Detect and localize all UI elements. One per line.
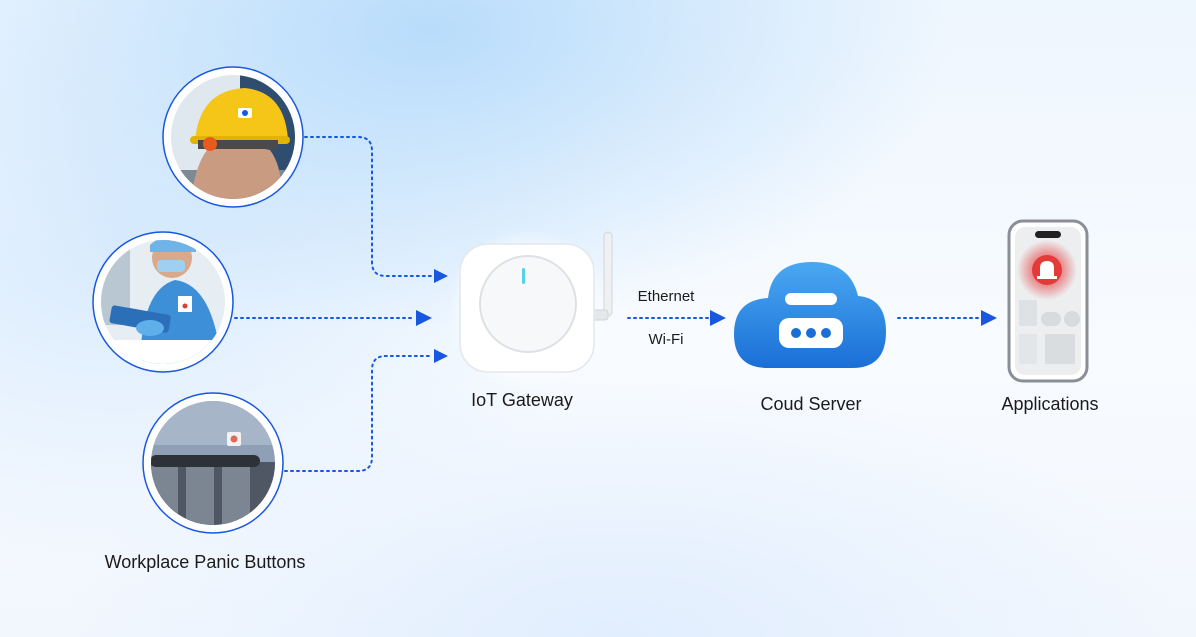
nurse-photo [92,231,234,373]
arrow-icon [416,310,432,326]
iot-gateway-device [446,228,613,392]
smartphone-alert-icon [1007,219,1089,383]
connector-button-to-gateway [284,355,433,472]
gateway-label: IoT Gateway [471,390,573,410]
connection-wifi-label: Wi-Fi [648,331,684,348]
source-group-label: Workplace Panic Buttons [104,552,306,572]
connector-lines [234,136,979,472]
connection-ethernet-label: Ethernet [637,288,695,305]
connector-worker-to-gateway [304,136,433,277]
arrow-icon [710,310,726,326]
arrow-icon [434,269,448,283]
arrow-icon [981,310,997,326]
cloud-server-icon [734,262,886,368]
hard-hat-worker-photo [162,66,304,208]
wall-panic-button-photo [142,392,284,534]
arrow-icon [434,349,448,363]
arrowheads [416,269,997,363]
applications-label: Applications [1001,394,1099,414]
cloud-server-label: Coud Server [760,394,862,414]
